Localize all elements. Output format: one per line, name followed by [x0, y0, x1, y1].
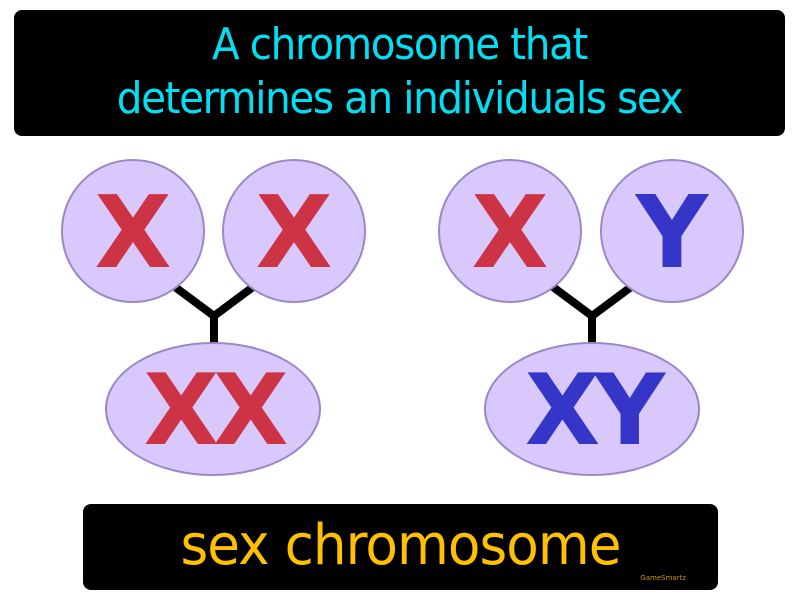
male-connector: [550, 283, 634, 345]
term-box: sex chromosome GameSmartz: [83, 504, 718, 590]
term-text: sex chromosome: [180, 513, 621, 578]
definition-line-1: A chromosome that: [211, 19, 588, 70]
xy-genotype-label: XY: [525, 354, 667, 468]
female-parent-left-cell: X: [61, 159, 205, 303]
female-connector: [172, 283, 256, 345]
definition-text: A chromosome that determines an individu…: [45, 18, 754, 126]
definition-box: A chromosome that determines an individu…: [14, 10, 785, 136]
brand-watermark: GameSmartz: [640, 574, 686, 582]
female-parent-right-cell: X: [222, 159, 366, 303]
definition-line-2: determines an individuals sex: [116, 73, 684, 124]
y-chromosome-label: Y: [635, 174, 710, 291]
male-result-cell: XY: [484, 342, 700, 476]
male-parent-right-cell: Y: [600, 159, 744, 303]
xx-genotype-label: XX: [143, 354, 287, 468]
x-chromosome-label: X: [94, 174, 171, 291]
male-parent-left-cell: X: [438, 159, 582, 303]
x-chromosome-label: X: [471, 174, 548, 291]
x-chromosome-label: X: [255, 174, 332, 291]
female-result-cell: XX: [105, 342, 321, 476]
